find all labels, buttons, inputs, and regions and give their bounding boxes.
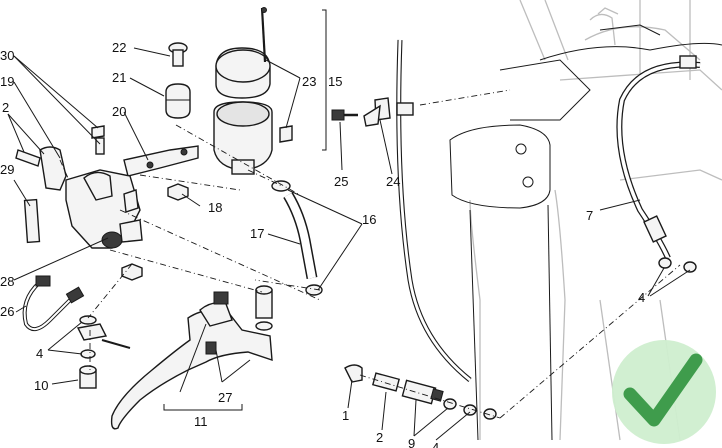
lever-11: [110, 285, 273, 430]
group-bracket-11: [163, 404, 243, 411]
callout-20: 20: [112, 104, 126, 119]
callout-29: 29: [0, 162, 14, 177]
callout-4-right: 4: [638, 290, 645, 305]
screw-22: [168, 42, 188, 67]
callout-22: 22: [112, 40, 126, 55]
fork-clamp-outline: [449, 24, 722, 441]
brake-hose-7: [616, 55, 701, 273]
banjo-fittings: [344, 364, 497, 420]
callout-18: 18: [208, 200, 222, 215]
callout-28: 28: [0, 274, 14, 289]
callout-2: 2: [2, 100, 9, 115]
callout-25: 25: [334, 174, 348, 189]
reservoir-assembly: [213, 7, 293, 175]
callout-2-bottom: 2: [376, 430, 383, 445]
callout-27: 27: [218, 390, 232, 405]
pivot-bolt-10: [79, 315, 97, 389]
clutch-line: [363, 39, 472, 382]
nut-18: [167, 183, 189, 201]
callout-1: 1: [342, 408, 349, 423]
callout-21: 21: [112, 70, 126, 85]
assembly-lines: [59, 89, 681, 419]
screw-25: [331, 109, 358, 121]
callout-24: 24: [386, 174, 400, 189]
callout-17: 17: [250, 226, 264, 241]
callout-9: 9: [408, 436, 415, 448]
leader-lines: [7, 47, 691, 441]
group-bracket-15: [322, 9, 327, 151]
checkmark-icon: [623, 353, 703, 427]
callout-23: 23: [302, 74, 316, 89]
reservoir-hose-17: [271, 180, 323, 296]
callout-16: 16: [362, 212, 376, 227]
callout-4-left: 4: [36, 346, 43, 361]
master-cylinder-body: [15, 125, 143, 281]
callout-labels: 30 19 2 29 28 26 4 10 22 21 20 18 23 15 …: [0, 40, 645, 448]
switch-26: [22, 275, 85, 332]
callout-15: 15: [328, 74, 342, 89]
bracket-20: [123, 145, 199, 177]
callout-4-bottom: 4: [432, 440, 439, 448]
callout-11: 11: [194, 414, 208, 429]
push-rod: [76, 323, 131, 349]
bellows-21: [165, 83, 191, 119]
approval-badge: [612, 340, 716, 444]
callout-26: 26: [0, 304, 14, 319]
callout-7: 7: [586, 208, 593, 223]
callout-10: 10: [34, 378, 48, 393]
callout-19: 19: [0, 74, 14, 89]
callout-30: 30: [0, 48, 14, 63]
